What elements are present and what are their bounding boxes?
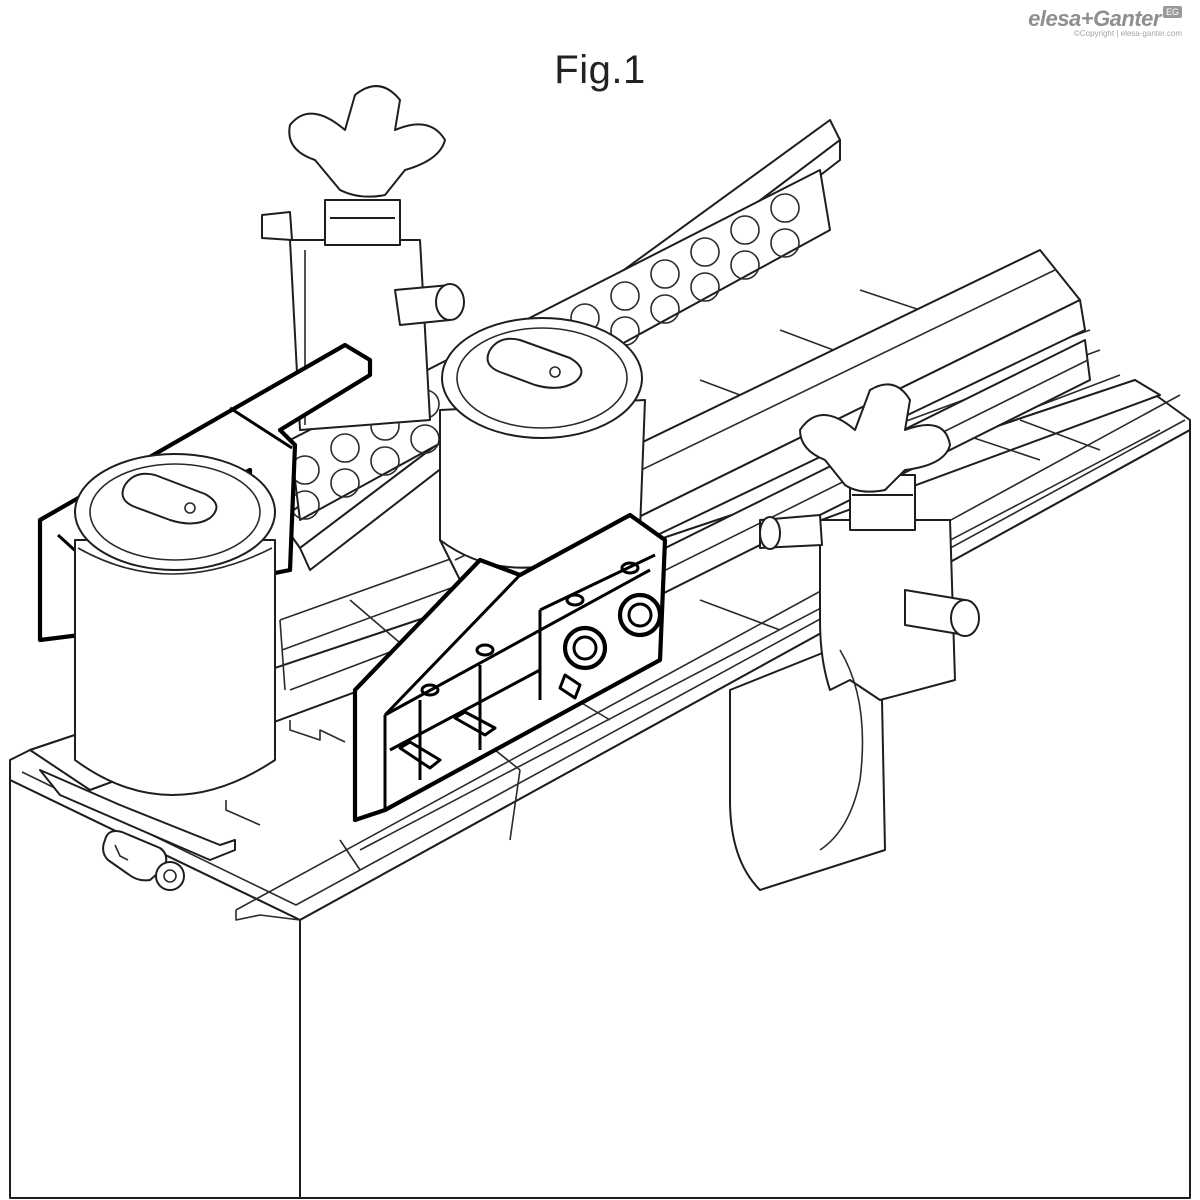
slide-plate-bolts [398, 561, 663, 770]
front-clamp [729, 383, 980, 891]
slide-plate-bracket [352, 512, 668, 823]
chain-hinge [39, 720, 346, 891]
front-star-knob [799, 383, 951, 493]
brand-badge: EG [1162, 6, 1182, 18]
back-star-knob [288, 85, 446, 198]
front-can [74, 453, 276, 796]
brand-name: elesa+Ganter [1028, 6, 1161, 31]
brand-copyright: ©Copyright | elesa-ganter.com [1073, 29, 1182, 38]
figure-title: Fig.1 [554, 48, 646, 92]
